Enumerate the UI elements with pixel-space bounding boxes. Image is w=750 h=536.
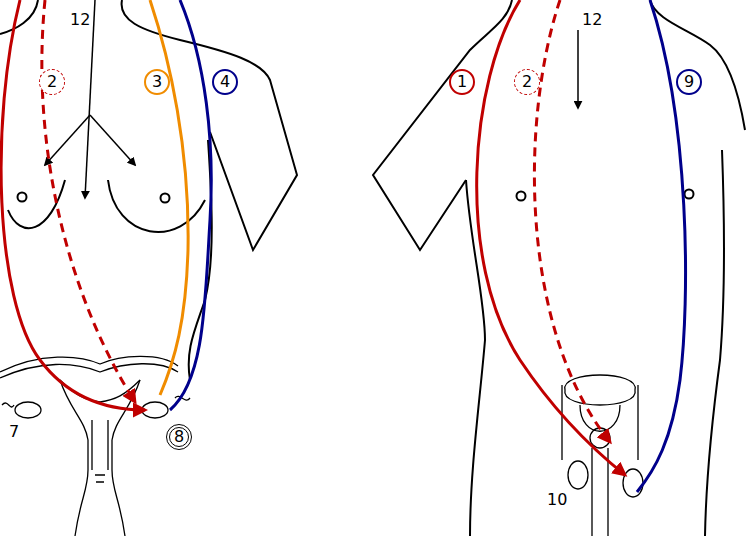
callout-number: 9 [684,74,694,90]
callout-number: 2 [522,74,532,90]
callout-number: 4 [220,74,230,90]
callout-number: 3 [152,74,162,90]
route-circle: 8 [166,424,192,450]
callout-number: 1 [457,74,467,90]
route-circle: 4 [212,69,238,95]
callout-number: 8 [174,429,184,445]
callout-number: 12 [581,12,603,28]
route-circle: 3 [144,69,170,95]
route-circle: 9 [676,69,702,95]
route-circle: 1 [449,69,475,95]
callout-number: 2 [47,74,57,90]
callout-number: 12 [69,12,91,28]
callout-number: 7 [8,424,20,440]
callout-number: 10 [546,492,568,508]
route-circle: 2 [39,69,65,95]
route-circle: 2 [514,69,540,95]
